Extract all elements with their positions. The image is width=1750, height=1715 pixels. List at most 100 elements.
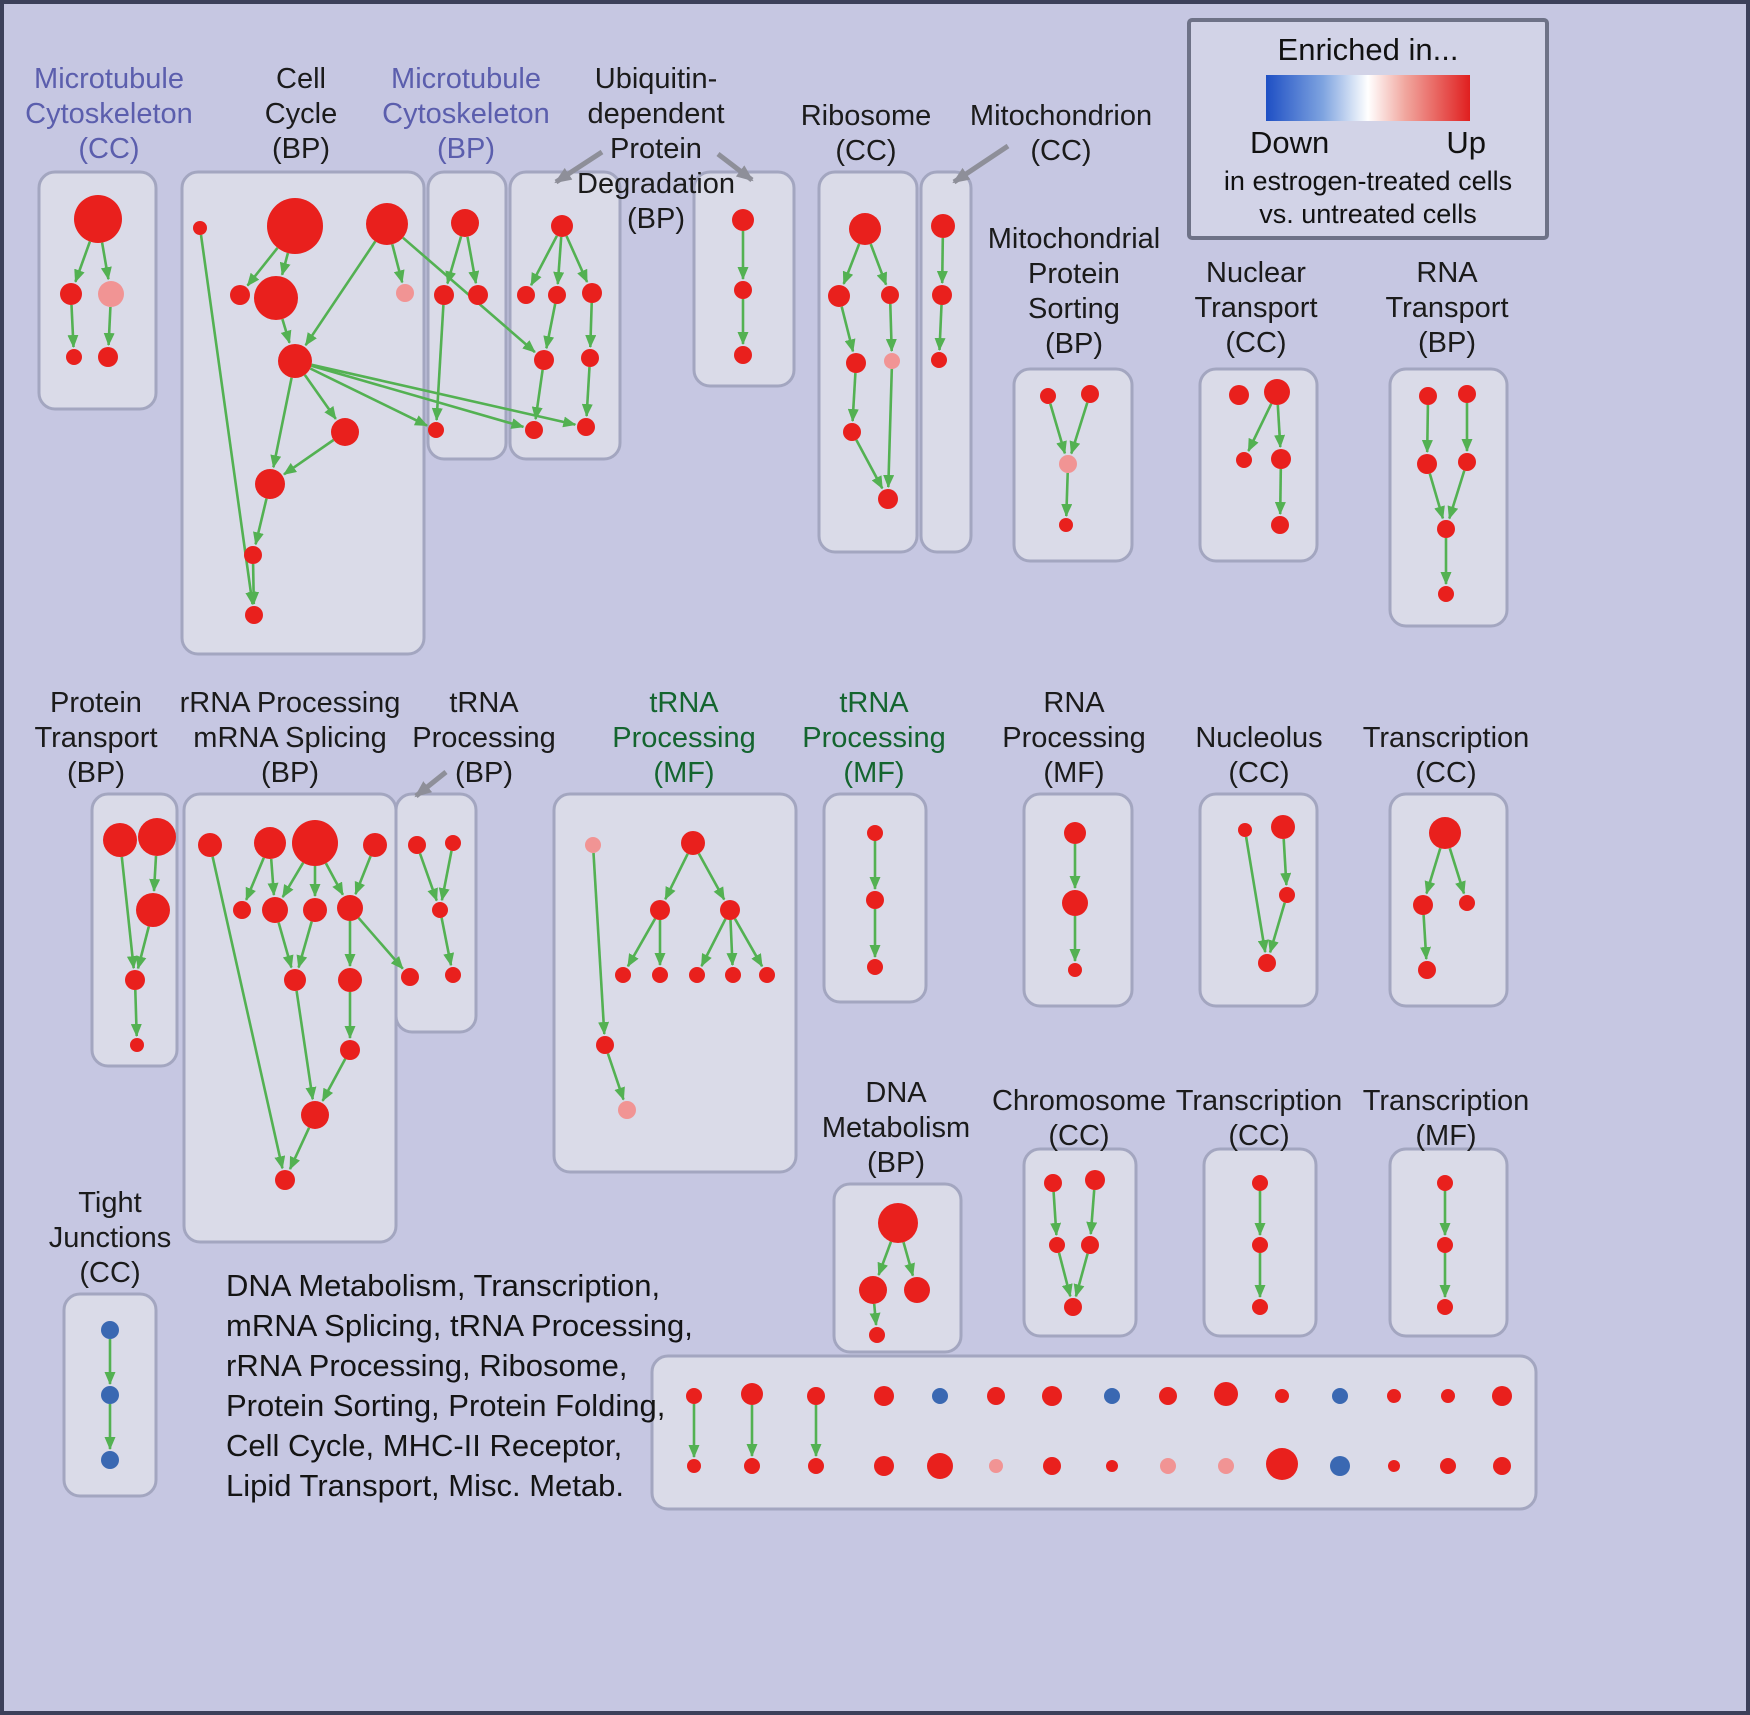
node-x2 xyxy=(1279,887,1295,903)
edge-b6-c3 xyxy=(309,367,428,427)
node-q4 xyxy=(233,901,251,919)
node-q6 xyxy=(303,898,327,922)
node-u1 xyxy=(681,831,705,855)
node-u9 xyxy=(596,1036,614,1054)
node-mp1 xyxy=(1081,385,1099,403)
edge-q1-q5 xyxy=(267,858,279,896)
node-e1 xyxy=(734,281,752,299)
edge-x1-x2 xyxy=(1280,838,1292,886)
node-n1 xyxy=(1264,379,1290,405)
edge-r1-r3 xyxy=(840,306,856,353)
edge-d0-d1 xyxy=(529,235,559,287)
edge-q5-q8 xyxy=(277,922,294,969)
edge-q2-q5 xyxy=(281,862,305,898)
node-tc0 xyxy=(1252,1175,1268,1191)
edge-u2-u4 xyxy=(626,918,657,968)
node-d6 xyxy=(525,421,543,439)
node-ch3 xyxy=(1081,1236,1099,1254)
node-bwb9 xyxy=(1160,1458,1176,1474)
edge-b4-b6 xyxy=(280,318,292,344)
node-d5 xyxy=(581,349,599,367)
node-u6 xyxy=(689,967,705,983)
node-t3 xyxy=(1458,453,1476,471)
edge-a0-a2 xyxy=(100,242,112,281)
node-tm1 xyxy=(1437,1237,1453,1253)
node-m0 xyxy=(931,214,955,238)
edge-q8-q11 xyxy=(295,990,317,1101)
node-bwb12 xyxy=(1330,1456,1350,1476)
node-dm3 xyxy=(869,1327,885,1343)
node-q12 xyxy=(275,1170,295,1190)
node-s1 xyxy=(445,835,461,851)
node-e0 xyxy=(732,209,754,231)
legend-title: Enriched in... xyxy=(1277,32,1459,67)
legend-subtitle-line1: in estrogen-treated cells xyxy=(1223,166,1513,196)
edge-b7-b8 xyxy=(283,438,335,476)
node-bwt14 xyxy=(1441,1389,1455,1403)
misc-category-note: DNA Metabolism, Transcription, mRNA Spli… xyxy=(226,1268,693,1503)
cluster-box-nuclear-transport xyxy=(1198,367,1319,563)
node-q0 xyxy=(198,833,222,857)
node-bwt7 xyxy=(1042,1386,1062,1406)
node-q10 xyxy=(340,1040,360,1060)
legend-subtitle-line2: vs. untreated cells xyxy=(1259,199,1477,229)
node-s3 xyxy=(445,967,461,983)
edge-q10-q11 xyxy=(321,1058,347,1102)
node-d3 xyxy=(582,283,602,303)
edge-r0-r2 xyxy=(869,243,888,286)
edge-d3-d5 xyxy=(585,302,597,348)
node-x0 xyxy=(1238,823,1252,837)
node-u8 xyxy=(759,967,775,983)
edge-c1-c3 xyxy=(431,304,445,421)
edge-t0-t2 xyxy=(1421,404,1433,453)
node-ch0 xyxy=(1044,1174,1062,1192)
node-mp0 xyxy=(1040,388,1056,404)
node-bwb14 xyxy=(1440,1458,1456,1474)
edge-p1-p2 xyxy=(149,855,161,892)
node-c0 xyxy=(451,209,479,237)
node-bwt3 xyxy=(807,1387,825,1405)
node-d2 xyxy=(548,286,566,304)
node-y0 xyxy=(1429,817,1461,849)
node-b9 xyxy=(244,546,262,564)
edge-s2-s3 xyxy=(440,917,455,967)
edge-r0-r1 xyxy=(842,243,861,285)
node-dm1 xyxy=(859,1276,887,1304)
edge-y0-y1 xyxy=(1424,847,1442,895)
node-x3 xyxy=(1258,954,1276,972)
node-r4 xyxy=(884,353,900,369)
edge-q6-q8 xyxy=(296,921,313,969)
edge-u9-u10 xyxy=(606,1053,625,1101)
node-tm0 xyxy=(1437,1175,1453,1191)
edge-d5-d7 xyxy=(581,366,593,417)
node-d0 xyxy=(551,215,573,237)
edge-u3-u6 xyxy=(700,918,727,967)
node-r0 xyxy=(849,213,881,245)
node-bwt6 xyxy=(987,1387,1005,1405)
edge-q1-q4 xyxy=(245,857,265,901)
node-bwt8 xyxy=(1104,1388,1120,1404)
edge-r2-r4 xyxy=(885,303,897,352)
edge-d2-d4 xyxy=(543,303,557,350)
node-bwb1 xyxy=(687,1459,701,1473)
node-s0 xyxy=(408,836,426,854)
node-b3 xyxy=(230,285,250,305)
edge-q2-q7 xyxy=(324,862,345,896)
edge-x2-x3 xyxy=(1268,902,1286,954)
node-a0 xyxy=(74,195,122,243)
node-q1 xyxy=(254,827,286,859)
node-b4 xyxy=(254,276,298,320)
node-t5 xyxy=(1438,586,1454,602)
cluster-box-chromosome xyxy=(1022,1147,1138,1338)
edge-mp1-mp2 xyxy=(1069,402,1089,455)
edge-b1-b4 xyxy=(279,252,291,276)
node-t0 xyxy=(1419,387,1437,405)
node-bwt11 xyxy=(1275,1389,1289,1403)
edge-c0-c2 xyxy=(466,236,480,285)
edge-b6-b8 xyxy=(270,377,293,469)
edge-r3-r5 xyxy=(847,372,859,422)
node-r5 xyxy=(843,423,861,441)
node-bwt12 xyxy=(1332,1388,1348,1404)
node-p1 xyxy=(138,818,176,856)
node-m1 xyxy=(932,285,952,305)
